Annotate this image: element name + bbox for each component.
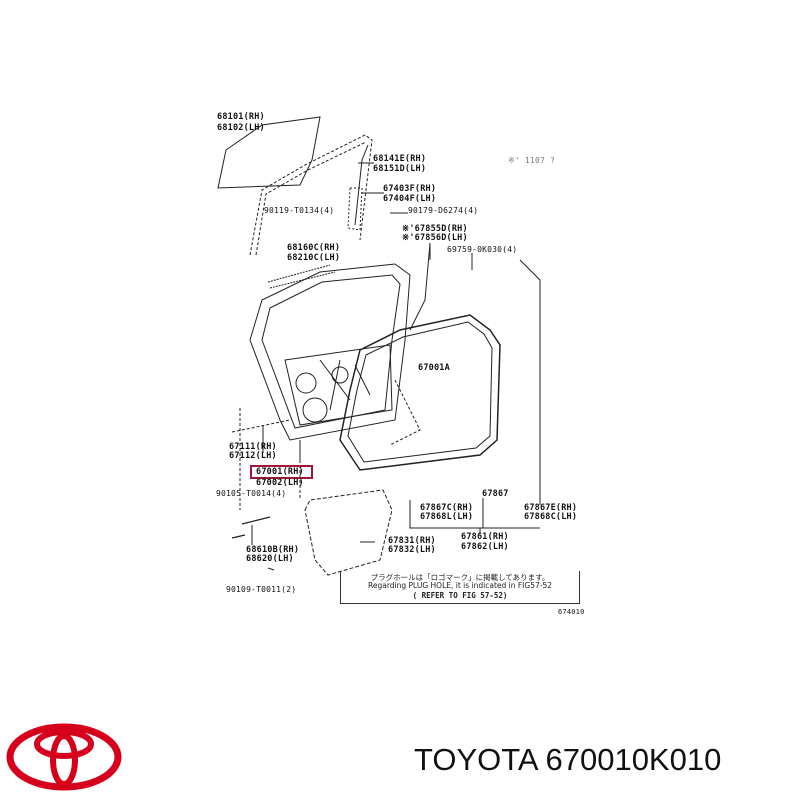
part-label: 67403F(RH) (383, 184, 437, 194)
highlighted-part-box (250, 465, 313, 479)
leader-line (409, 242, 431, 331)
leader-line (519, 259, 541, 505)
part-label: 67867E(RH) (524, 503, 578, 513)
door-weatherstrip (339, 314, 501, 471)
part-label: 67404F(LH) (383, 194, 437, 204)
door-inner-panel (284, 344, 393, 426)
part-label: 67862(LH) (461, 542, 509, 552)
regulator (319, 359, 371, 411)
door-weatherstrip-inner (347, 321, 493, 463)
part-label: 68620(LH) (246, 554, 294, 564)
part-label: 68210C(LH) (287, 253, 341, 263)
toyota-logo-icon (6, 723, 122, 791)
panel-hole (331, 366, 349, 384)
plug-hole-note: プラグホールは「ロゴマーク」に掲載してあります。 Regarding PLUG … (340, 571, 580, 604)
part-label: 67831(RH) (388, 536, 436, 546)
part-label: 67867 (482, 489, 509, 499)
figure-id: 674010 (558, 608, 585, 616)
leader-lines (251, 162, 540, 545)
part-label: 90119-T0134(4) (264, 206, 335, 215)
panel-hole (295, 372, 317, 394)
part-label: 68101(RH) (217, 112, 265, 122)
part-label: 68141E(RH) (373, 154, 427, 164)
part-label: 67002(LH) (256, 478, 304, 488)
note-english: Regarding PLUG HOLE, it is indicated in … (367, 581, 553, 590)
door-glass (217, 116, 321, 189)
belt-weatherstrip (267, 264, 336, 289)
part-label: 90105-T0014(4) (216, 489, 287, 498)
hinge (231, 516, 271, 539)
bolt (267, 567, 275, 571)
part-label: 67867C(RH) (420, 503, 474, 513)
brand-part-number: TOYOTA 670010K010 (414, 742, 722, 777)
part-label: 67832(LH) (388, 545, 436, 555)
part-label: 68102(LH) (217, 123, 265, 133)
rear-channel (354, 144, 369, 226)
part-label: 67861(RH) (461, 532, 509, 542)
part-label: 90179-D6274(4) (408, 206, 479, 215)
part-label: 90109-T0011(2) (226, 585, 297, 594)
glass-run-channel (249, 134, 373, 256)
part-label: 67111(RH) (229, 442, 277, 452)
door-frame-inner (261, 274, 401, 429)
door-frame (249, 263, 411, 441)
part-label: ※'67855D(RH) (402, 224, 468, 234)
part-note: ※' 1107 ? (508, 156, 556, 165)
part-label: 67001A (418, 363, 450, 373)
part-label: 68151D(LH) (373, 164, 427, 174)
note-reference: ( REFER TO FIG 57-52) (412, 591, 508, 600)
body-outline-dashed (231, 379, 421, 510)
part-label: 67868C(LH) (524, 512, 578, 522)
part-label: 68160C(RH) (287, 243, 341, 253)
part-label: ※'67856D(LH) (402, 233, 468, 243)
panel-hole (302, 397, 328, 423)
part-label: 67868L(LH) (420, 512, 474, 522)
note-japanese: プラグホールは「ロゴマーク」に掲載してあります。 (370, 573, 550, 582)
part-label: 69759-0K030(4) (447, 245, 518, 254)
part-label: 67112(LH) (229, 451, 277, 461)
part-label: 68610B(RH) (246, 545, 300, 555)
highlighted-part-label: 67001(RH) (256, 467, 304, 477)
service-hole-cover (304, 489, 393, 576)
division-bar (347, 187, 363, 231)
